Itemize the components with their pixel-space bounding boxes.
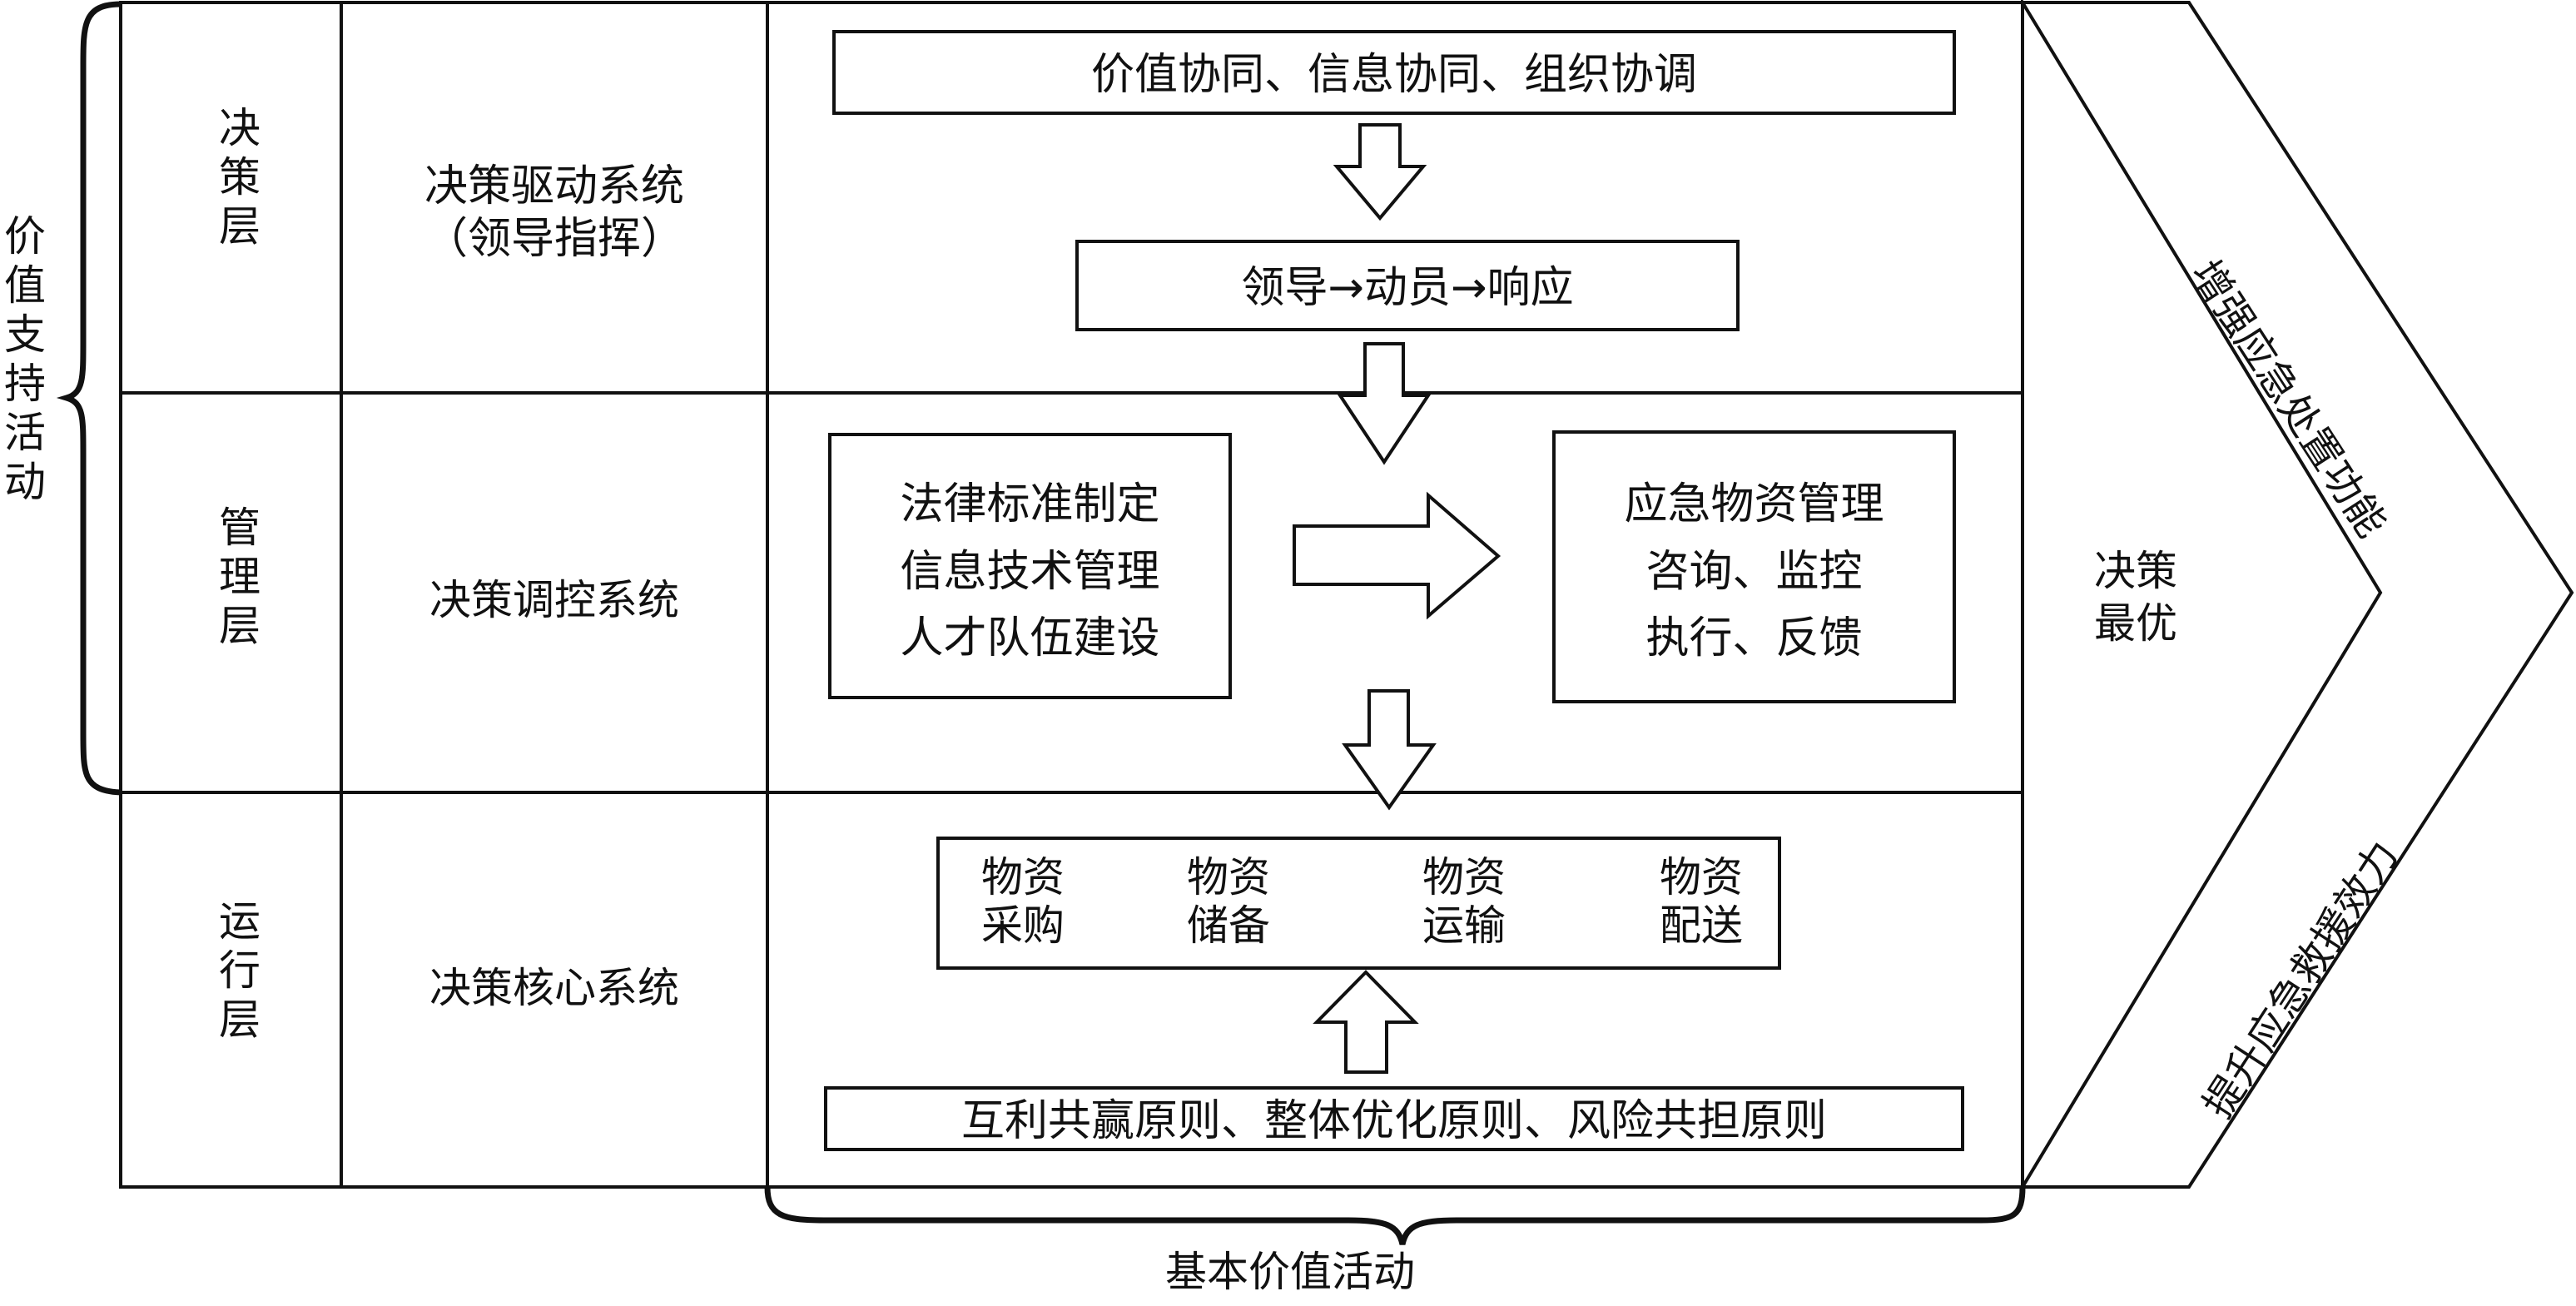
coordination-box: 价值协同、信息协同、组织协调 [832, 30, 1956, 115]
management-right-line-3: 执行、反馈 [1645, 613, 1863, 664]
management-right-line-1: 应急物资管理 [1624, 479, 1884, 529]
management-right-line-2: 咨询、监控 [1645, 546, 1863, 597]
management-left-line-1: 法律标准制定 [900, 479, 1160, 529]
management-right-box: 应急物资管理 咨询、监控 执行、反馈 [1552, 430, 1956, 703]
principles-text: 互利共赢原则、整体优化原则、风险共担原则 [960, 1096, 1827, 1146]
management-left-line-3: 人才队伍建设 [900, 613, 1160, 664]
arrow-right [1293, 491, 1501, 620]
materials-item-distribution: 物资配送 [1660, 853, 1743, 950]
bottom-brace-label: 基本价值活动 [1165, 1248, 1415, 1296]
layer-label-management: 管理层 [219, 504, 261, 650]
leadership-flow-box: 领导→动员→响应 [1075, 240, 1740, 331]
chevron-outer-edge [2023, 1, 2574, 1189]
arrow-up [1313, 970, 1419, 1074]
materials-item-procurement: 物资采购 [981, 853, 1065, 950]
arrow-down-1 [1333, 123, 1427, 221]
arrow-down-3 [1342, 689, 1437, 811]
principles-box: 互利共赢原则、整体优化原则、风险共担原则 [824, 1086, 1964, 1151]
materials-box: 物资采购 物资储备 物资运输 物资配送 [936, 837, 1781, 970]
left-brace-label: 价值支持活动 [4, 212, 46, 506]
leadership-flow-text: 领导→动员→响应 [1241, 263, 1574, 313]
arrow-down-2 [1337, 342, 1432, 465]
materials-item-reserve: 物资储备 [1187, 853, 1270, 950]
management-left-box: 法律标准制定 信息技术管理 人才队伍建设 [828, 433, 1232, 699]
management-left-line-2: 信息技术管理 [900, 546, 1160, 597]
materials-item-transport: 物资运输 [1422, 853, 1506, 950]
layer-label-operation: 运行层 [219, 897, 261, 1044]
management-left-lines: 法律标准制定 信息技术管理 人才队伍建设 [831, 471, 1228, 673]
system-label-decision: 决策驱动系统 （领导指挥） [424, 161, 684, 265]
system-label-operation: 决策核心系统 [429, 964, 679, 1012]
chevron-center-text: 决策最优 [2094, 547, 2177, 648]
bottom-brace [764, 1186, 2026, 1245]
left-brace [56, 1, 122, 796]
chevron-inner-edge [2021, 0, 2383, 1194]
system-label-management: 决策调控系统 [429, 576, 679, 624]
management-right-lines: 应急物资管理 咨询、监控 执行、反馈 [1556, 471, 1953, 673]
layer-label-decision: 决策层 [219, 104, 261, 251]
coordination-text: 价值协同、信息协同、组织协调 [1090, 50, 1697, 100]
